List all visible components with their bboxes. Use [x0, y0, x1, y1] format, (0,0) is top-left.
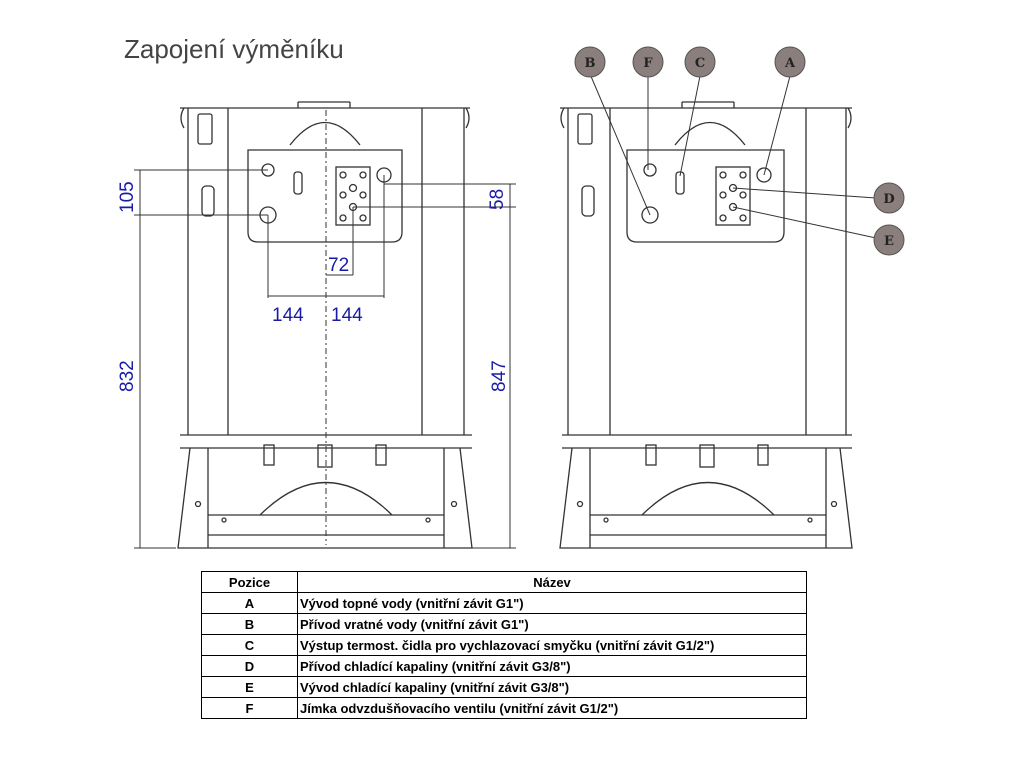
marker-d: D: [873, 182, 905, 214]
marker-e-label: E: [884, 234, 894, 249]
row-position: A: [201, 592, 298, 614]
marker-a: A: [774, 46, 806, 78]
table-header-row: Pozice Název: [201, 571, 807, 593]
connections-table: Pozice Název A Vývod topné vody (vnitřní…: [201, 571, 807, 719]
marker-a-label: A: [784, 56, 796, 71]
row-position: D: [201, 655, 298, 677]
marker-f-label: F: [643, 56, 653, 71]
table-row: E Vývod chladící kapaliny (vnitřní závit…: [201, 676, 807, 698]
dimension-105: 105: [117, 181, 138, 213]
table-row: C Výstup termost. čidla pro vychlazovací…: [201, 634, 807, 656]
dimension-847: 847: [489, 360, 510, 392]
table-row: A Vývod topné vody (vnitřní závit G1"): [201, 592, 807, 614]
marker-e: E: [873, 224, 905, 256]
marker-c-label: C: [695, 56, 705, 71]
table-row: F Jímka odvzdušňovacího ventilu (vnitřní…: [201, 697, 807, 719]
dimension-58: 58: [487, 189, 508, 210]
row-position: F: [201, 697, 298, 719]
right-stove-drawing: [559, 101, 853, 549]
dimension-144-left: 144: [272, 305, 304, 326]
marker-leader-lines: [589, 73, 877, 239]
marker-b-label: B: [585, 56, 596, 71]
row-name: Výstup termost. čidla pro vychlazovací s…: [297, 634, 807, 656]
row-position: B: [201, 613, 298, 635]
marker-f: F: [632, 46, 664, 78]
table-row: B Přívod vratné vody (vnitřní závit G1"): [201, 613, 807, 635]
table-row: D Přívod chladící kapaliny (vnitřní závi…: [201, 655, 807, 677]
dimension-832: 832: [117, 360, 138, 392]
dimension-72: 72: [328, 255, 349, 276]
row-position: E: [201, 676, 298, 698]
marker-d-label: D: [883, 192, 894, 207]
row-name: Vývod topné vody (vnitřní závit G1"): [297, 592, 807, 614]
row-name: Přívod vratné vody (vnitřní závit G1"): [297, 613, 807, 635]
row-name: Vývod chladící kapaliny (vnitřní závit G…: [297, 676, 807, 698]
header-name: Název: [297, 571, 807, 593]
left-dimension-lines: [134, 110, 516, 549]
header-position: Pozice: [201, 571, 298, 593]
left-stove-drawing: [177, 101, 473, 549]
row-name: Jímka odvzdušňovacího ventilu (vnitřní z…: [297, 697, 807, 719]
row-position: C: [201, 634, 298, 656]
marker-c: C: [684, 46, 716, 78]
dimension-144-right: 144: [331, 305, 363, 326]
page-title: Zapojení výměníku: [124, 34, 344, 64]
row-name: Přívod chladící kapaliny (vnitřní závit …: [297, 655, 807, 677]
marker-b: B: [574, 46, 606, 78]
